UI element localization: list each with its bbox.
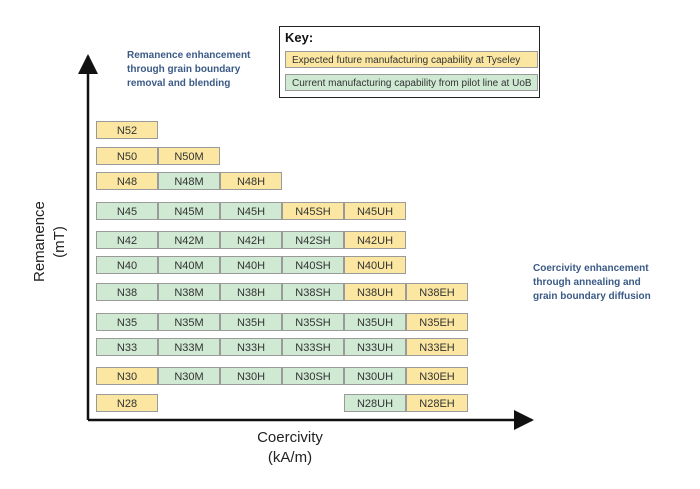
grade-cell-n35: N35 [96, 313, 158, 331]
grade-cell-n30eh: N30EH [406, 367, 468, 385]
grade-cell-n33sh: N33SH [282, 338, 344, 356]
key-title: Key: [285, 30, 314, 45]
remanence-note: Remanence enhancement through grain boun… [127, 49, 250, 91]
grade-cell-n30m: N30M [158, 367, 220, 385]
grade-cell-n38: N38 [96, 283, 158, 301]
grade-cell-n38uh: N38UH [344, 283, 406, 301]
grade-cell-n45sh: N45SH [282, 202, 344, 220]
grade-cell-n40: N40 [96, 256, 158, 274]
grade-cell-n33eh: N33EH [406, 338, 468, 356]
y-axis-label: Remanence (mT) [30, 201, 70, 282]
grade-cell-n33uh: N33UH [344, 338, 406, 356]
grade-cell-n30sh: N30SH [282, 367, 344, 385]
grade-cell-n38eh: N38EH [406, 283, 468, 301]
grade-cell-n42m: N42M [158, 231, 220, 249]
x-axis-label-line: (kA/m) [267, 449, 313, 466]
grade-cell-n45m: N45M [158, 202, 220, 220]
remanence-note-line: Remanence enhancement [127, 50, 251, 61]
grade-cell-n50m: N50M [158, 147, 220, 165]
grade-cell-n42: N42 [96, 231, 158, 249]
grade-cell-n45uh: N45UH [344, 202, 406, 220]
grade-cell-n48m: N48M [158, 172, 220, 190]
grade-cell-n40sh: N40SH [282, 256, 344, 274]
grade-cell-n42sh: N42SH [282, 231, 344, 249]
grade-cell-n35eh: N35EH [406, 313, 468, 331]
grade-cell-n35uh: N35UH [344, 313, 406, 331]
grade-cell-n45: N45 [96, 202, 158, 220]
grade-cell-n45h: N45H [220, 202, 282, 220]
grade-cell-n38h: N38H [220, 283, 282, 301]
grade-cell-n40h: N40H [220, 256, 282, 274]
grade-cell-n35h: N35H [220, 313, 282, 331]
grade-cell-n30uh: N30UH [344, 367, 406, 385]
remanence-note-line: through grain boundary [127, 64, 241, 75]
grade-cell-n33m: N33M [158, 338, 220, 356]
grade-cell-n48h: N48H [220, 172, 282, 190]
grade-cell-n50: N50 [96, 147, 158, 165]
coercivity-note: Coercivity enhancement through annealing… [533, 262, 651, 304]
y-axis-label-line: (mT) [51, 226, 68, 258]
key-item-current: Current manufacturing capability from pi… [285, 74, 538, 91]
grade-cell-n35sh: N35SH [282, 313, 344, 331]
x-axis-label-line: Coercivity [257, 429, 323, 446]
coercivity-note-line: grain boundary diffusion [533, 291, 651, 302]
grade-cell-n28uh: N28UH [344, 394, 406, 412]
grade-cell-n52: N52 [96, 121, 158, 139]
grade-cell-n30: N30 [96, 367, 158, 385]
grade-cell-n35m: N35M [158, 313, 220, 331]
grade-cell-n30h: N30H [220, 367, 282, 385]
grade-cell-n42uh: N42UH [344, 231, 406, 249]
grade-cell-n33h: N33H [220, 338, 282, 356]
y-axis-label-line: Remanence [31, 201, 48, 282]
grade-cell-n38m: N38M [158, 283, 220, 301]
grade-cell-n38sh: N38SH [282, 283, 344, 301]
grade-cell-n48: N48 [96, 172, 158, 190]
coercivity-note-line: through annealing and [533, 277, 641, 288]
coercivity-note-line: Coercivity enhancement [533, 263, 649, 274]
key-item-future: Expected future manufacturing capability… [285, 51, 538, 68]
grade-cell-n28: N28 [96, 394, 158, 412]
grade-cell-n42h: N42H [220, 231, 282, 249]
grade-cell-n40m: N40M [158, 256, 220, 274]
x-axis-label: Coercivity (kA/m) [240, 428, 340, 468]
grade-cell-n28eh: N28EH [406, 394, 468, 412]
remanence-note-line: removal and blending [127, 78, 231, 89]
grade-cell-n33: N33 [96, 338, 158, 356]
grade-cell-n40uh: N40UH [344, 256, 406, 274]
